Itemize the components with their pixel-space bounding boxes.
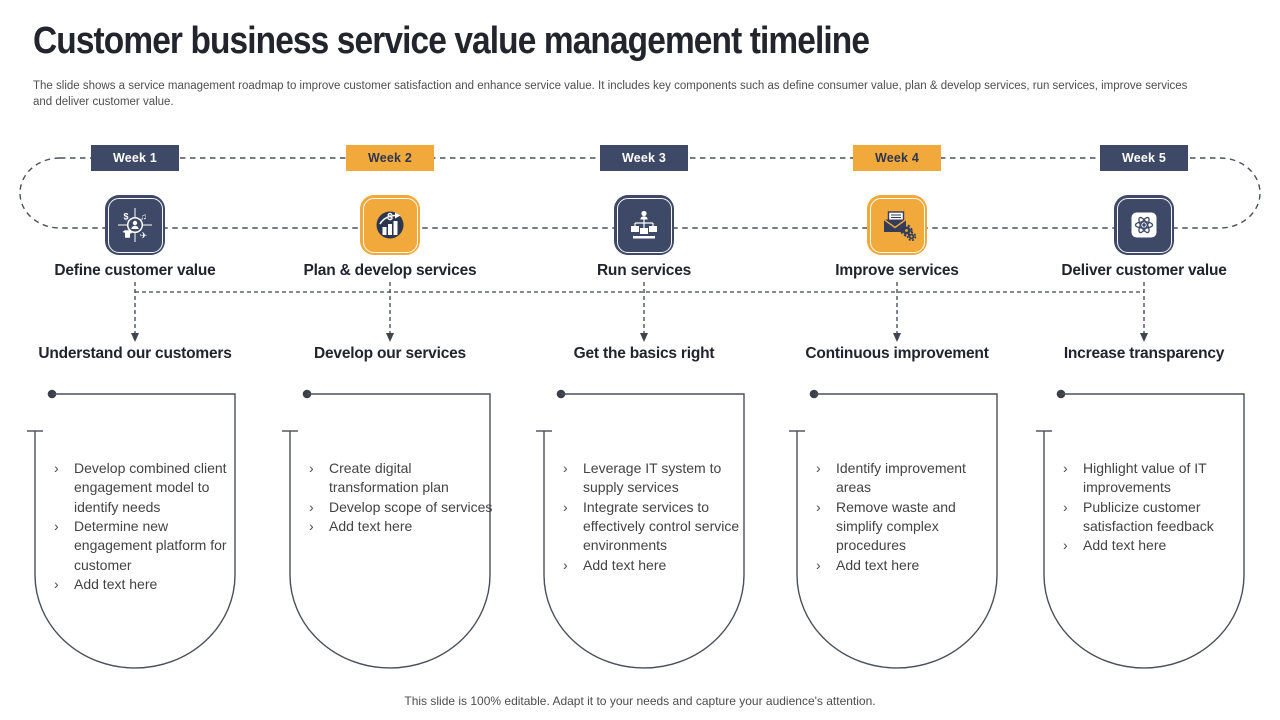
bullet-text: Add text here (329, 517, 413, 534)
week-badge: Week 2 (346, 145, 434, 171)
atom-icon (1131, 212, 1157, 238)
list-item: › Add text here (309, 517, 495, 536)
phase-subheading: Develop our services (314, 345, 466, 362)
list-item: › Publicize customer satisfaction feedbac… (1063, 498, 1249, 537)
list-item: › Add text here (1063, 536, 1249, 555)
chevron-bullet-icon: › (309, 517, 314, 534)
week-badge-label: Week 1 (112, 151, 158, 165)
milestone-tile: $ ♫ ✈ (105, 195, 165, 255)
week-badge: Week 4 (853, 145, 941, 171)
phase-bullet-list: › Highlight value of IT improvements › Pub… (1063, 459, 1249, 556)
bullet-text: Develop combined client engagement model… (74, 460, 227, 515)
bullet-text: Add text here (1083, 537, 1167, 554)
chevron-bullet-icon: › (1063, 537, 1068, 554)
bullet-text: Highlight value of IT improvements (1083, 460, 1207, 496)
week-badge: Week 3 (600, 145, 688, 171)
list-item: › Develop scope of services (309, 498, 495, 517)
phase-bullet-list: › Develop combined client engagement mode… (54, 459, 240, 594)
chevron-bullet-icon: › (54, 460, 59, 476)
list-item: › Add text here (816, 556, 1002, 575)
chevron-bullet-icon: › (1063, 498, 1068, 515)
chevron-bullet-icon: › (816, 460, 821, 476)
week-badge-label: Week 4 (874, 151, 920, 165)
list-item: › Identify improvement areas (816, 459, 1002, 498)
chevron-bullet-icon: › (54, 517, 59, 534)
bullet-text: Publicize customer satisfaction feedback (1083, 498, 1214, 534)
week-badge-label: Week 3 (621, 151, 667, 165)
bullet-text: Integrate services to effectively contro… (583, 498, 740, 554)
bullet-text: Identify improvement areas (836, 460, 966, 496)
growth-chart-icon: $ (376, 211, 404, 239)
org-chart-icon (631, 210, 657, 239)
bullet-text: Add text here (74, 575, 158, 592)
phase-subheading: Understand our customers (38, 345, 232, 362)
list-item: › Highlight value of IT improvements (1063, 459, 1249, 498)
milestone-label: Run services (596, 262, 692, 279)
phase-subheading: Get the basics right (573, 345, 715, 362)
chevron-bullet-icon: › (563, 498, 568, 515)
svg-text:♫: ♫ (140, 212, 147, 222)
week-badge: Week 1 (91, 145, 179, 171)
bullet-text: Create digital transformation plan (329, 460, 449, 496)
milestone-tile (867, 195, 927, 255)
list-item: › Determine new engagement platform for c… (54, 517, 240, 575)
slide-description: The slide shows a service management roa… (33, 80, 1188, 109)
phase-bullet-list: › Identify improvement areas › Remove wast… (816, 459, 1002, 575)
week-badge-label: Week 5 (1121, 151, 1167, 165)
week-badge: Week 5 (1100, 145, 1188, 171)
chevron-bullet-icon: › (563, 460, 568, 476)
chevron-bullet-icon: › (309, 460, 314, 476)
milestone-tile (614, 195, 674, 255)
bullet-text: Add text here (583, 556, 667, 573)
list-item: › Remove waste and simplify complex proce… (816, 498, 1002, 556)
list-item: › Create digital transformation plan (309, 459, 495, 498)
phase-subheading: Increase transparency (1063, 345, 1225, 362)
bullet-text: Leverage IT system to supply services (583, 460, 722, 496)
bullet-text: Develop scope of services (329, 498, 493, 515)
mail-gear-icon (883, 211, 917, 242)
bullet-text: Add text here (836, 556, 920, 573)
milestone-label: Define customer value (54, 262, 216, 279)
milestone-label: Plan & develop services (303, 262, 477, 279)
customer-value-icon: $ ♫ ✈ (118, 208, 152, 242)
svg-text:$: $ (123, 212, 128, 222)
chevron-bullet-icon: › (54, 575, 59, 592)
list-item: › Add text here (54, 575, 240, 594)
week-badge-label: Week 2 (367, 151, 413, 165)
list-item: › Develop combined client engagement mode… (54, 459, 240, 517)
svg-text:$: $ (387, 212, 393, 223)
milestone-label: Improve services (835, 262, 959, 279)
bullet-text: Remove waste and simplify complex proced… (836, 498, 956, 554)
connector-arrows (131, 282, 1148, 342)
bullet-text: Determine new engagement platform for cu… (74, 517, 227, 573)
page-title: Customer business service value manageme… (33, 20, 870, 62)
footer-note: This slide is 100% editable. Adapt it to… (404, 694, 876, 708)
chevron-bullet-icon: › (816, 498, 821, 515)
chevron-bullet-icon: › (563, 556, 568, 573)
chevron-bullet-icon: › (816, 556, 821, 573)
list-item: › Add text here (563, 556, 749, 575)
chevron-bullet-icon: › (309, 498, 314, 515)
milestone-label: Deliver customer value (1061, 262, 1227, 279)
phase-subheading: Continuous improvement (805, 345, 989, 362)
phase-bullet-list: › Leverage IT system to supply services ›… (563, 459, 749, 575)
list-item: › Integrate services to effectively contr… (563, 498, 749, 556)
chevron-bullet-icon: › (1063, 460, 1068, 476)
milestone-tile (1114, 195, 1174, 255)
milestone-tile: $ (360, 195, 420, 255)
list-item: › Leverage IT system to supply services (563, 459, 749, 498)
phase-bullet-list: › Create digital transformation plan › Dev… (309, 459, 495, 536)
svg-text:✈: ✈ (140, 231, 148, 241)
